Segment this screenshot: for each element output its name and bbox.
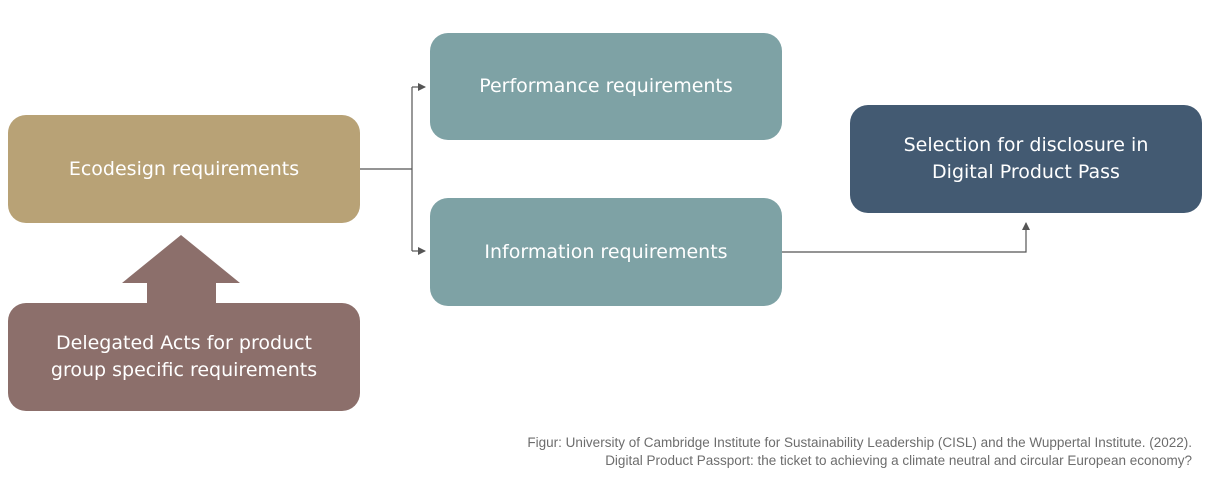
performance-requirements-box: Performance requirements — [430, 33, 782, 140]
ecodesign-label: Ecodesign requirements — [68, 157, 300, 180]
figure-caption: Figur: University of Cambridge Institute… — [527, 434, 1192, 470]
selection-disclosure-box: Selection for disclosure in Digital Prod… — [850, 105, 1202, 213]
delegated-label: Delegated Acts for product group specifi… — [50, 332, 318, 381]
selection-label: Selection for disclosure in Digital Prod… — [903, 134, 1149, 183]
information-requirements-box: Information requirements — [430, 198, 782, 306]
caption-line-1: Figur: University of Cambridge Institute… — [527, 435, 1192, 450]
arrow-to-selection — [782, 222, 1030, 253]
up-arrow-delegated-to-ecodesign — [122, 235, 240, 304]
caption-line-2: Digital Product Passport: the ticket to … — [605, 453, 1192, 468]
performance-label: Performance requirements — [479, 75, 733, 97]
delegated-acts-box: Delegated Acts for product group specifi… — [8, 303, 360, 411]
information-label: Information requirements — [484, 240, 728, 263]
ecodesign-requirements-box: Ecodesign requirements — [8, 115, 360, 223]
